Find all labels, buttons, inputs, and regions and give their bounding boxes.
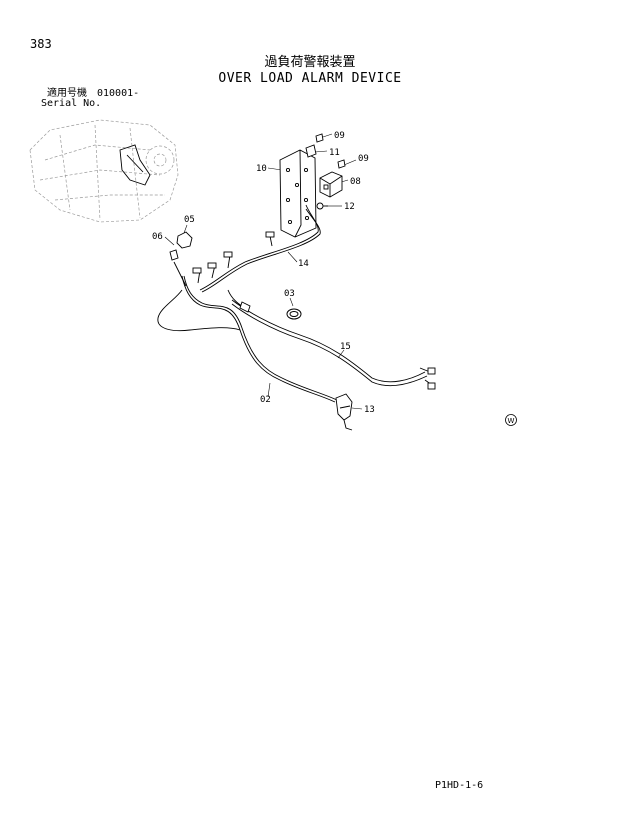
callout-11: 11	[329, 148, 340, 158]
serial-label-japanese: 適用号機	[47, 88, 87, 99]
connectors-05-06	[169, 231, 193, 287]
callout-12: 12	[344, 202, 355, 212]
page-number: 383	[30, 37, 52, 51]
machine-context-highlight	[119, 144, 151, 186]
title-english: OVER LOAD ALARM DEVICE	[218, 71, 402, 86]
serial-value: 010001-	[97, 88, 140, 99]
callout-09-lower: 09	[358, 154, 369, 164]
footer-code: P1HD-1-6	[435, 780, 484, 791]
harness-14	[192, 204, 321, 293]
callout-13: 13	[364, 405, 375, 415]
relay-box	[319, 171, 343, 198]
w-mark-letter: W	[508, 417, 515, 425]
callout-05: 05	[184, 215, 195, 225]
callout-03: 03	[284, 289, 295, 299]
leader-lines	[164, 133, 363, 410]
callout-10: 10	[256, 164, 267, 174]
harness-15	[227, 289, 436, 390]
callout-06: 06	[152, 232, 163, 242]
callout-14: 14	[298, 259, 309, 269]
w-mark-symbol: W	[505, 414, 517, 426]
sensor-13	[335, 393, 353, 431]
bracket-assembly	[279, 149, 317, 238]
title-japanese: 過負荷警報装置	[264, 55, 356, 70]
harness-02	[157, 275, 338, 403]
serial-label-english: Serial No.	[41, 98, 102, 109]
callout-09-upper: 09	[334, 131, 345, 141]
callout-15: 15	[340, 342, 351, 352]
callout-08: 08	[350, 177, 361, 187]
machine-context-sketch	[29, 119, 179, 223]
clamp-03	[286, 308, 302, 320]
callout-02: 02	[260, 395, 271, 405]
small-parts	[305, 133, 346, 210]
